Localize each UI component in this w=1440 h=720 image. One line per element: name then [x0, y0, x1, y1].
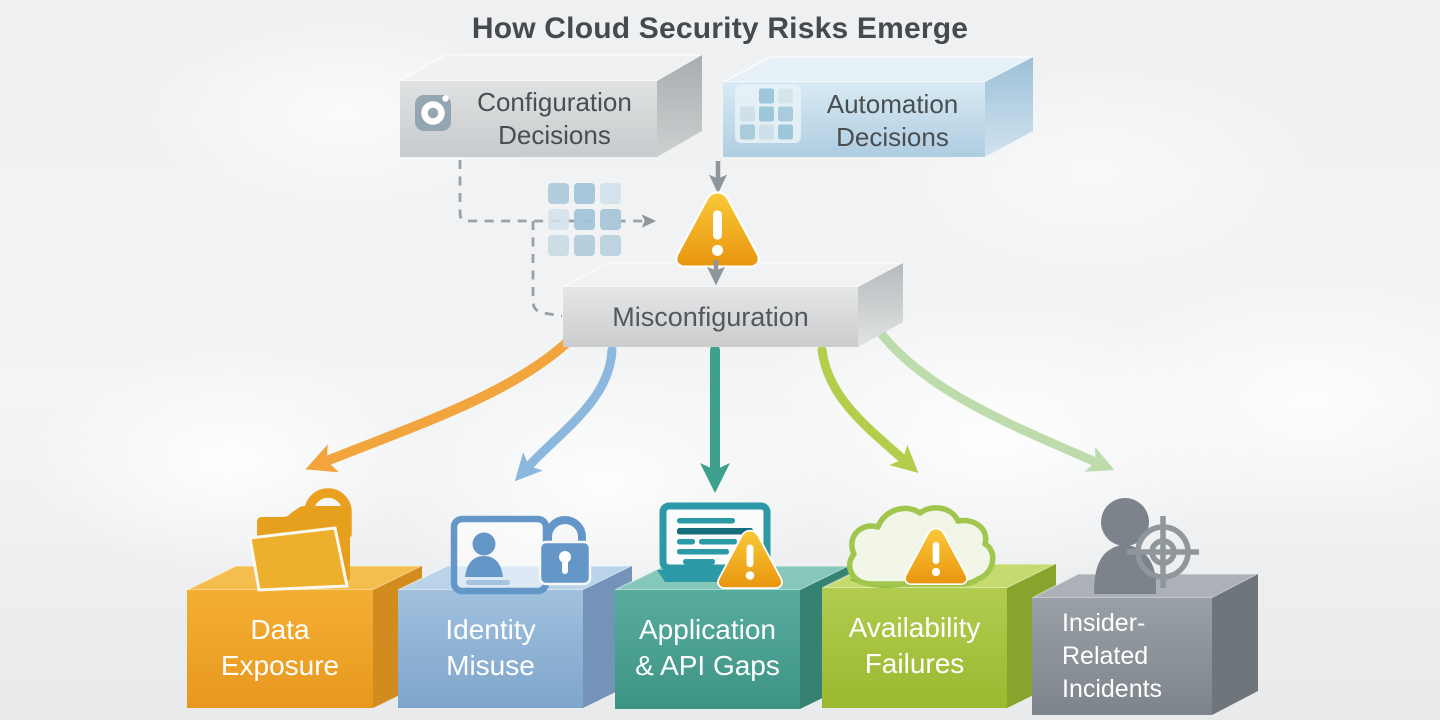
- warning-to-misconfiguration-arrow: [707, 260, 725, 286]
- page-title: How Cloud Security Risks Emerge: [471, 12, 969, 45]
- dashed-connector: [458, 160, 657, 318]
- data-exposure-label: Data Exposure: [220, 614, 340, 681]
- configuration-decisions-label: Configuration Decisions: [477, 87, 632, 150]
- arrow-to-availability-failures: [817, 345, 919, 473]
- identity-misuse-label: Identity Misuse: [445, 614, 536, 681]
- automation-decisions-box: [723, 56, 1033, 157]
- misconfiguration-label: Misconfiguration: [612, 301, 809, 332]
- cloud-warning-icon: [847, 505, 996, 588]
- availability-failures-label: Availability Failures: [848, 612, 981, 679]
- grid-icon: [735, 85, 801, 143]
- id-card-lock-icon: [450, 515, 592, 595]
- laptop-warning-icon: [657, 502, 795, 600]
- person-target-icon: [1094, 498, 1199, 594]
- application-api-gaps-label: Application & API Gaps: [635, 614, 780, 681]
- lens-icon: [415, 95, 451, 131]
- insider-related-incidents-box: [1032, 574, 1258, 715]
- arrow-to-insider-incidents: [875, 327, 1115, 472]
- arrow-to-identity-misuse: [514, 345, 617, 482]
- faded-grid-icon: [548, 183, 621, 256]
- automation-decisions-label: Automation Decisions: [826, 89, 959, 152]
- folder-lock-icon: [248, 488, 352, 592]
- arrow-to-data-exposure: [305, 330, 580, 473]
- insider-related-incidents-label: Insider- Related Incidents: [1062, 608, 1163, 703]
- misconfiguration-box: [563, 262, 903, 347]
